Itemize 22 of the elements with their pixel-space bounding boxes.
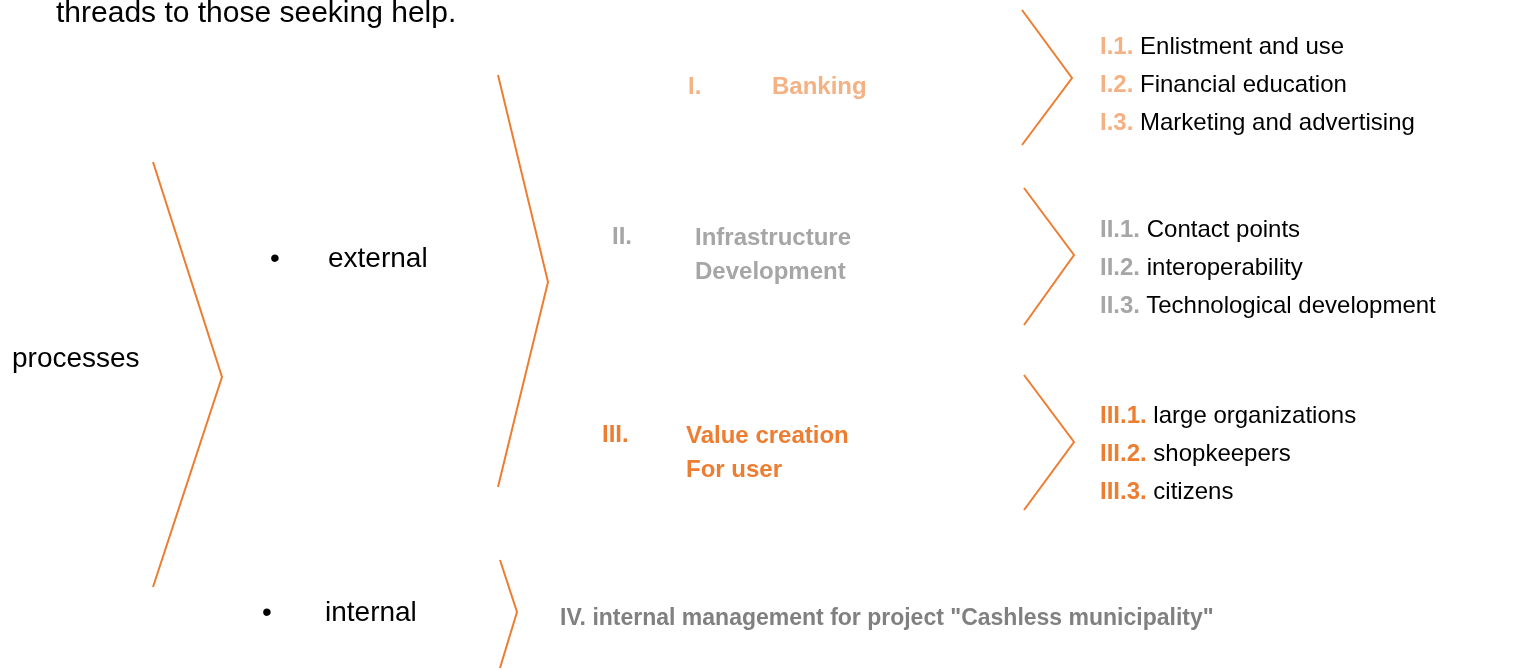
category-label: internal	[325, 595, 417, 630]
list-item: III.2. shopkeepers	[1100, 438, 1291, 469]
list-item: III.3. citizens	[1100, 476, 1234, 507]
bullet: •	[262, 595, 272, 630]
note: IV. internal management for project "Cashless municipality"	[560, 602, 1214, 632]
list-item: I.3. Marketing and advertising	[1100, 107, 1415, 138]
numeral: III.	[602, 419, 629, 450]
list-item: I.2. Financial education	[1100, 69, 1347, 100]
list-item: I.1. Enlistment and use	[1100, 31, 1345, 62]
numeral: II.	[612, 221, 632, 252]
heading: Value creation For user	[686, 420, 850, 484]
category-label: external	[328, 241, 428, 276]
bullet: •	[270, 241, 280, 276]
numeral: I.	[688, 71, 702, 102]
heading: Banking	[772, 71, 867, 102]
root-label: processes	[12, 341, 141, 376]
list-item: III.1. large organizations	[1100, 400, 1357, 431]
list-item: II.2. interoperability	[1100, 252, 1303, 283]
list-item: II.3. Technological development	[1100, 290, 1436, 321]
heading: Infrastructure Development	[695, 222, 853, 286]
intro-text: threads to those seeking help.	[56, 0, 457, 30]
list-item: II.1. Contact points	[1100, 214, 1301, 245]
